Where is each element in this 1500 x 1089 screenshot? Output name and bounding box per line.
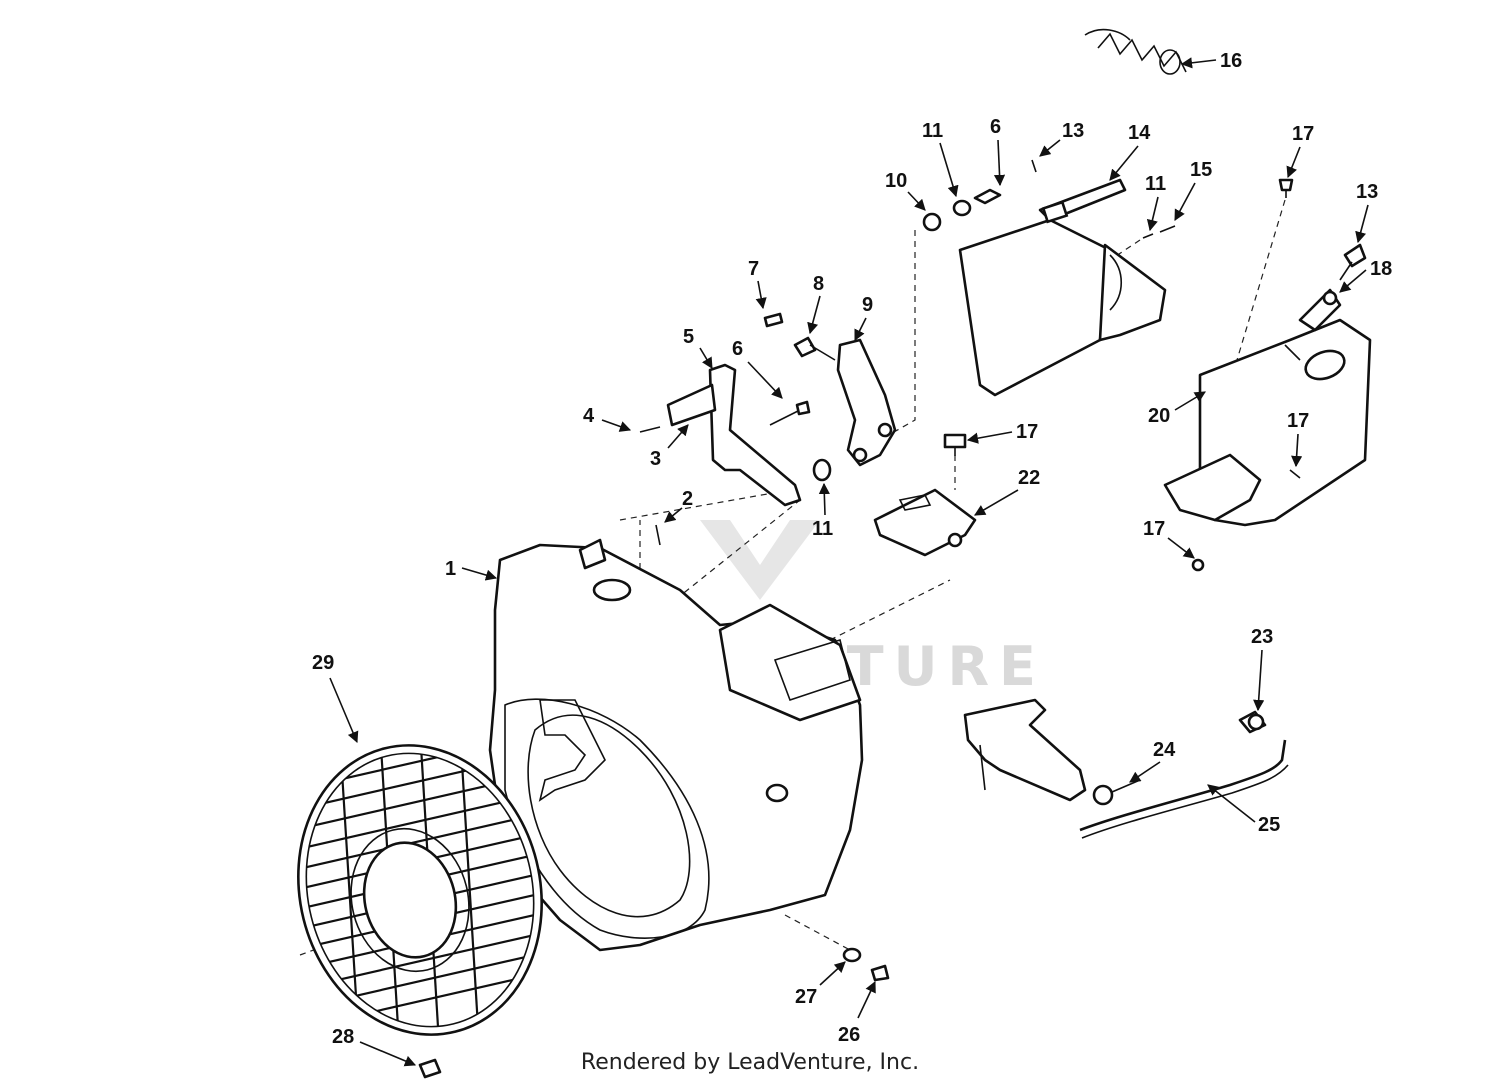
callout-27: 27 — [795, 961, 846, 1008]
svg-text:11: 11 — [922, 120, 943, 142]
callout-17-top: 17 — [1286, 123, 1314, 179]
svg-text:13: 13 — [1356, 181, 1378, 203]
callout-6-mid: 6 — [732, 338, 783, 399]
callout-24: 24 — [1129, 739, 1176, 783]
callout-3: 3 — [650, 424, 689, 470]
svg-text:13: 13 — [1062, 120, 1084, 142]
svg-text:23: 23 — [1251, 626, 1273, 648]
callout-26: 26 — [838, 980, 876, 1046]
blower-housing-part-1 — [488, 538, 864, 952]
callout-10: 10 — [885, 170, 926, 211]
callout-1: 1 — [445, 558, 498, 581]
callouts: 1 2 3 4 5 6 6 7 — [312, 50, 1392, 1067]
small-parts-bottom — [418, 947, 890, 1079]
callout-23: 23 — [1251, 626, 1273, 712]
svg-text:22: 22 — [1018, 467, 1040, 489]
svg-text:17: 17 — [1292, 123, 1314, 145]
callout-17-bottom: 17 — [1143, 518, 1195, 559]
svg-text:16: 16 — [1220, 50, 1242, 72]
side-shroud-part-20 — [1163, 318, 1372, 527]
svg-text:6: 6 — [990, 116, 1001, 138]
svg-text:17: 17 — [1287, 410, 1309, 432]
callout-5: 5 — [683, 326, 713, 369]
small-parts-7-8 — [763, 312, 836, 361]
callout-25: 25 — [1207, 784, 1280, 836]
svg-text:18: 18 — [1370, 258, 1392, 280]
svg-text:6: 6 — [732, 338, 743, 360]
svg-text:4: 4 — [583, 405, 595, 427]
callout-15: 15 — [1174, 159, 1212, 221]
svg-text:11: 11 — [1145, 173, 1166, 195]
small-parts-top — [922, 159, 1176, 239]
svg-text:17: 17 — [1016, 421, 1038, 443]
svg-text:2: 2 — [682, 488, 693, 510]
svg-text:26: 26 — [838, 1024, 860, 1046]
svg-text:10: 10 — [885, 170, 907, 192]
callout-9: 9 — [854, 294, 873, 342]
svg-text:17: 17 — [1143, 518, 1165, 540]
svg-text:9: 9 — [862, 294, 873, 316]
credit-text: Rendered by LeadVenture, Inc. — [580, 1050, 920, 1075]
callout-11-top: 11 — [922, 120, 959, 198]
svg-text:14: 14 — [1128, 122, 1151, 144]
bolt-part-13-right — [1339, 243, 1367, 281]
spring-part-16 — [1084, 28, 1187, 75]
callout-28: 28 — [332, 1026, 417, 1067]
callout-16: 16 — [1180, 50, 1242, 72]
plate-part-9 — [836, 338, 897, 467]
callout-17-shroud: 17 — [1287, 410, 1309, 468]
callout-11-mid: 11 — [812, 482, 833, 540]
svg-text:20: 20 — [1148, 405, 1170, 427]
module-part-22 — [873, 488, 977, 557]
svg-text:11: 11 — [812, 518, 833, 540]
svg-text:24: 24 — [1153, 739, 1176, 761]
bracket-part-18 — [1298, 288, 1342, 332]
callout-2: 2 — [664, 488, 693, 523]
svg-text:7: 7 — [748, 258, 759, 280]
svg-text:27: 27 — [795, 986, 817, 1008]
screws-part-17 — [943, 178, 1301, 572]
callout-8: 8 — [807, 273, 824, 335]
callout-11-right: 11 — [1145, 173, 1166, 232]
callout-13-right: 13 — [1355, 181, 1378, 244]
svg-text:1: 1 — [445, 558, 456, 580]
callout-13-top: 13 — [1039, 120, 1084, 157]
svg-text:3: 3 — [650, 448, 661, 470]
top-shroud-part-14 — [958, 178, 1167, 397]
linkage-part-25 — [963, 698, 1289, 839]
callout-7: 7 — [748, 258, 767, 310]
callout-22: 22 — [974, 467, 1040, 516]
callout-17-mid: 17 — [966, 421, 1038, 444]
callout-20: 20 — [1148, 391, 1206, 427]
svg-text:25: 25 — [1258, 814, 1280, 836]
svg-text:8: 8 — [813, 273, 824, 295]
callout-4: 4 — [583, 405, 632, 432]
callout-6-top: 6 — [990, 116, 1006, 187]
callout-18: 18 — [1339, 258, 1392, 293]
bracket-part-5 — [639, 363, 832, 546]
svg-text:5: 5 — [683, 326, 694, 348]
svg-text:29: 29 — [312, 652, 334, 674]
svg-text:28: 28 — [332, 1026, 354, 1048]
callout-14: 14 — [1109, 122, 1151, 181]
svg-text:15: 15 — [1190, 159, 1212, 181]
callout-29: 29 — [312, 652, 359, 744]
